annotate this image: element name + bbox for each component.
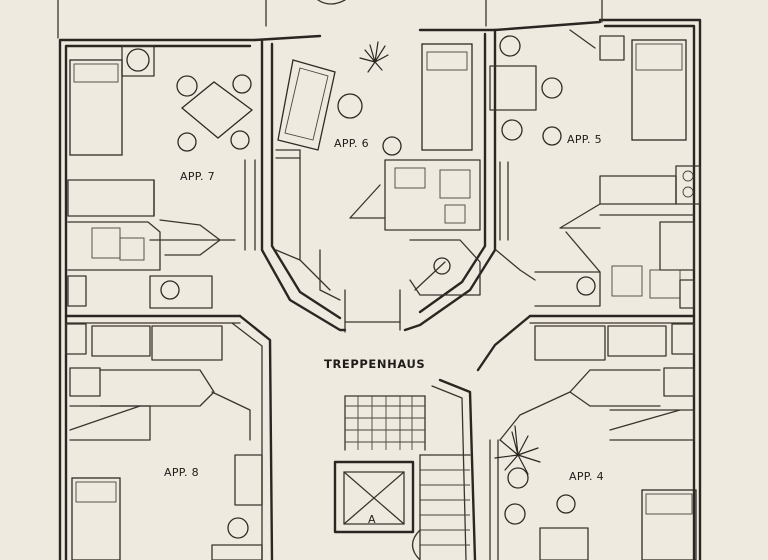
elevator-shaft: A	[333, 460, 415, 534]
app7-walls-furniture	[67, 45, 256, 309]
app4-furniture	[489, 439, 697, 560]
room-label-app6: APP. 6	[334, 137, 369, 150]
right-middle-walls	[476, 314, 696, 441]
room-label-app8: APP. 8	[164, 466, 199, 479]
app6-furniture	[277, 43, 481, 296]
left-middle-walls	[64, 314, 274, 560]
elevator-mark: A	[368, 513, 376, 526]
room-label-app5: APP. 5	[567, 133, 602, 146]
plant-icon	[494, 425, 541, 475]
plant-icon	[359, 41, 389, 73]
app5-walls-furniture	[489, 29, 701, 309]
room-label-app4: APP. 4	[569, 470, 604, 483]
room-label-stairwell: TREPPENHAUS	[324, 357, 425, 371]
central-core-walls	[260, 28, 497, 333]
app8-furniture	[71, 454, 263, 560]
stairwell	[344, 378, 477, 560]
room-label-app7: APP. 7	[180, 170, 215, 183]
